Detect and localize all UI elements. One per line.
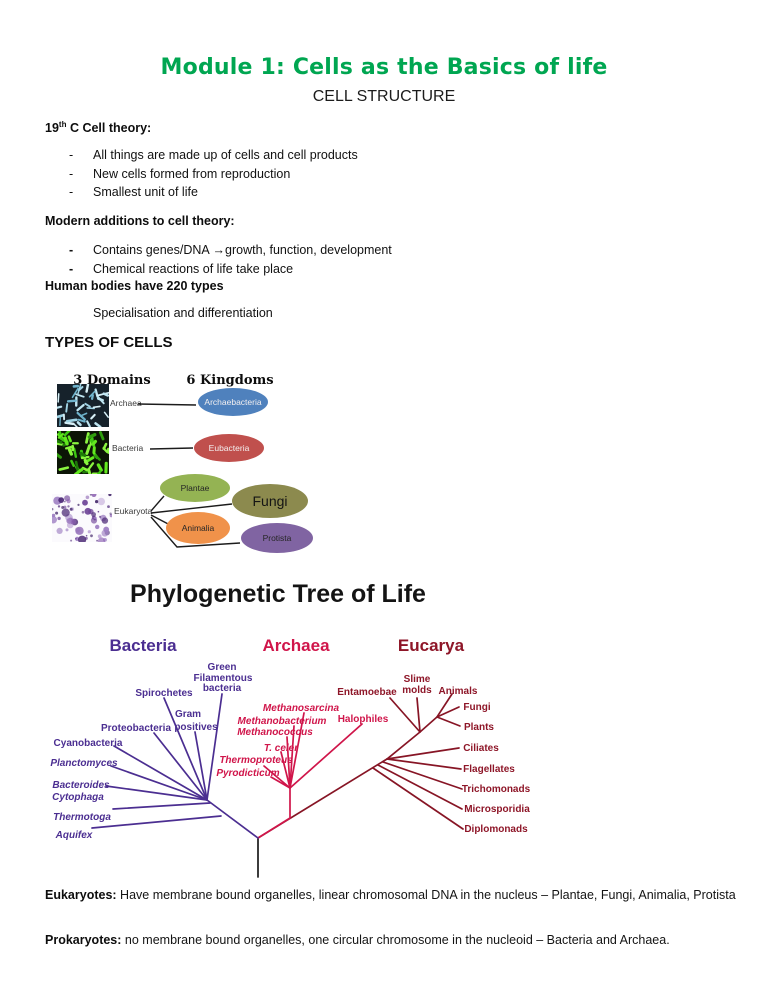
phylogenetic-tree: Phylogenetic Tree of Life Bacteria Archa… [50, 580, 531, 878]
taxon-label: Ciliates [463, 743, 499, 754]
list-item: - All things are made up of cells and ce… [69, 146, 358, 165]
taxon-label: Aquifex [55, 830, 93, 841]
eukaryotes-definition: Eukaryotes: Have membrane bound organell… [45, 886, 745, 905]
taxon-label: Planctomyces [50, 758, 118, 769]
fungi-label: Fungi [252, 493, 287, 509]
taxon-label: Fungi [463, 702, 490, 713]
taxon-label: positives [174, 722, 218, 733]
taxon-label: Proteobacteria [101, 723, 171, 734]
bullet-dash: - [69, 261, 74, 276]
bacteria-branches [91, 693, 259, 839]
cell-theory-list: - All things are made up of cells and ce… [69, 146, 358, 202]
list-item: - Smallest unit of life [69, 183, 358, 202]
modern-additions-list: - Contains genes/DNA →growth, function, … [69, 241, 392, 278]
kingdom-ellipses: Archaebacteria Eubacteria Plantae Fungi … [160, 388, 313, 553]
taxon-label: Cytophaga [52, 792, 104, 803]
taxon-label: bacteria [203, 683, 242, 694]
eukaryote-micrograph [52, 494, 112, 542]
archaea-label: Archaea [110, 398, 142, 408]
taxon-label: Slime [404, 674, 431, 685]
taxon-label: Microsporidia [464, 804, 530, 815]
page-title: Module 1: Cells as the Basics of life [160, 55, 608, 80]
taxon-label: Spirochetes [135, 688, 193, 699]
archaea-taxa-labels: Methanosarcina Methanobacterium Methanoc… [216, 703, 388, 779]
heading-cell-theory-num: 19 [45, 121, 59, 135]
plantae-ellipse [160, 474, 230, 502]
archaea-domain-header: Archaea [262, 636, 330, 655]
taxon-label: Entamoebae [337, 687, 397, 698]
taxon-label: Diplomonads [464, 824, 528, 835]
bullet-dash: - [69, 148, 74, 162]
prokaryotes-term: Prokaryotes: [45, 933, 122, 947]
taxon-label: Methanobacterium [238, 716, 327, 727]
prokaryotes-text: no membrane bound organelles, one circul… [121, 933, 670, 947]
taxon-label: molds [402, 685, 432, 696]
taxon-label: Trichomonads [462, 784, 531, 795]
fungi-ellipse [232, 484, 308, 518]
six-kingdoms-header: 6 Kingdoms [186, 373, 273, 388]
taxon-label: Gram [175, 709, 201, 720]
heading-human-bodies: Human bodies have 220 types [45, 279, 224, 293]
bacteria-label: Bacteria [112, 443, 143, 453]
list-item-text: Chemical reactions of life take place [93, 261, 294, 276]
list-item-text: All things are made up of cells and cell… [93, 148, 358, 162]
heading-types-of-cells: TYPES OF CELLS [45, 334, 173, 351]
list-item-text: Contains genes/DNA →growth, function, de… [93, 243, 392, 257]
eubacteria-ellipse [194, 434, 264, 462]
taxon-label: Thermotoga [53, 812, 111, 823]
heading-cell-theory-sup: th [58, 119, 67, 129]
prokaryotes-definition: Prokaryotes: no membrane bound organelle… [45, 931, 745, 950]
taxon-label: Methanococcus [237, 727, 313, 738]
archaea-branches [257, 712, 363, 839]
taxon-label: Pyrodicticum [216, 768, 279, 779]
phylo-tree-title: Phylogenetic Tree of Life [130, 580, 426, 608]
taxon-label: Plants [464, 722, 494, 733]
taxon-label: Green [208, 662, 237, 673]
eukaryotes-text: Have membrane bound organelles, linear c… [116, 888, 736, 902]
animalia-ellipse [166, 512, 230, 544]
list-item-text: Smallest unit of life [93, 185, 198, 199]
list-item-text: New cells formed from reproduction [93, 166, 291, 181]
specialisation-note: Specialisation and differentiation [93, 306, 273, 320]
taxon-label: Flagellates [463, 764, 515, 775]
heading-cell-theory: 19th C Cell theory: [45, 119, 152, 135]
eukaryotes-term: Eukaryotes: [45, 888, 117, 902]
protista-ellipse [241, 523, 313, 553]
taxon-label: Methanosarcina [263, 703, 340, 714]
page-subtitle: CELL STRUCTURE [312, 88, 456, 105]
taxon-label: Bacteroides [52, 780, 110, 791]
list-item: - Chemical reactions of life take place [69, 260, 392, 279]
bacteria-micrograph [57, 431, 109, 474]
protista-label: Protista [263, 533, 292, 543]
bullet-dash: - [69, 185, 74, 199]
taxon-label: Halophiles [338, 714, 389, 725]
domains-kingdoms-diagram: 3 Domains 6 Kingdoms Archaea Bacteria Eu… [52, 373, 313, 553]
eucarya-taxa-labels: Entamoebae Slime molds Animals Fungi Pla… [337, 674, 530, 835]
plantae-label: Plantae [181, 483, 210, 493]
eucarya-branches [257, 693, 464, 839]
list-item: - Contains genes/DNA →growth, function, … [69, 241, 392, 260]
eubacteria-label: Eubacteria [209, 443, 250, 453]
archaea-micrograph [57, 384, 109, 427]
heading-modern-additions: Modern additions to cell theory: [45, 214, 235, 228]
list-item: - New cells formed from reproduction [69, 165, 358, 184]
animalia-label: Animalia [182, 523, 215, 533]
taxon-label: T. celer [264, 743, 299, 754]
bullet-dash: - [69, 166, 74, 181]
eukaryota-label: Eukaryota [114, 506, 153, 516]
bullet-dash: - [69, 243, 74, 257]
heading-cell-theory-rest: C Cell theory: [66, 121, 152, 135]
bacteria-taxa-labels: Green Filamentous bacteria Spirochetes G… [50, 662, 253, 841]
taxon-label: Thermoproteus [219, 755, 293, 766]
archaebacteria-label: Archaebacteria [204, 397, 261, 407]
taxon-label: Cyanobacteria [54, 738, 123, 749]
bacteria-domain-header: Bacteria [109, 636, 177, 655]
archaebacteria-ellipse [198, 388, 268, 416]
eucarya-domain-header: Eucarya [398, 636, 465, 655]
taxon-label: Filamentous [194, 673, 253, 684]
taxon-label: Animals [439, 686, 478, 697]
